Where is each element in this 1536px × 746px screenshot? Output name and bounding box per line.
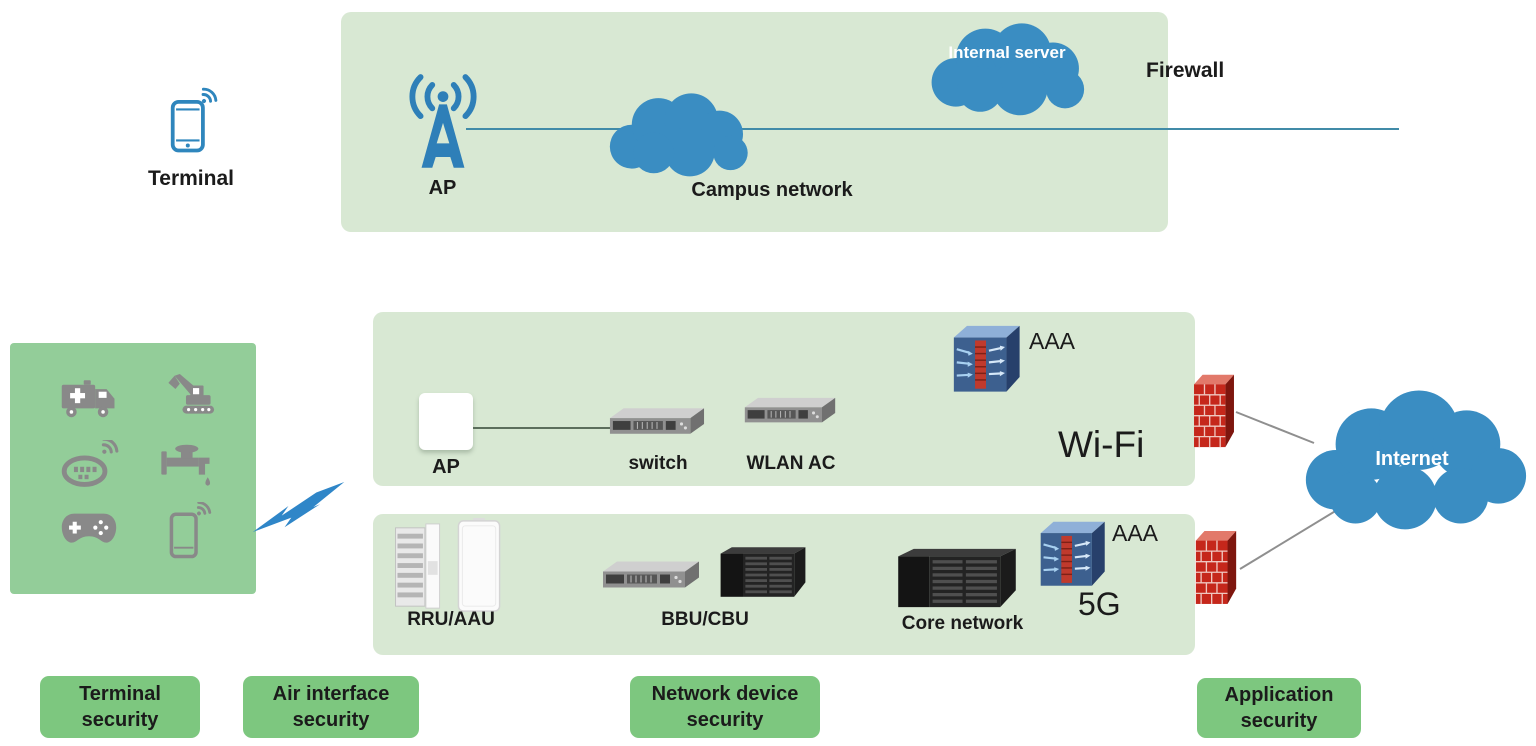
ap-switch-line (473, 427, 611, 429)
wifi-ap-label: AP (432, 456, 460, 478)
excavator-icon (164, 372, 222, 420)
rru-icon (393, 520, 447, 614)
internet-cloud-icon: Internet (1288, 382, 1536, 532)
bbu-icon (601, 559, 701, 594)
aaa-fiveg-icon (1035, 516, 1109, 590)
fiveg-tech-label: 5G (1078, 586, 1121, 622)
campus-cloud-icon (582, 84, 774, 178)
core-network-icon (896, 547, 1018, 609)
iot-devices-box (10, 343, 256, 594)
badge-application-security: Application security (1197, 678, 1361, 738)
iot-smartphone-icon (166, 502, 212, 560)
ap-top-label: AP (428, 177, 457, 199)
wifi-ap-device-icon (419, 393, 473, 450)
ambulance-icon (60, 374, 118, 420)
campus-network-label: Campus network (691, 179, 853, 201)
rru-aau-label: RRU/AAU (407, 609, 495, 630)
aaa-wifi-icon (948, 320, 1024, 396)
firewall-label: Firewall (1146, 59, 1225, 82)
wlan-ac-icon (742, 396, 838, 428)
cbu-icon (719, 539, 807, 605)
internet-label: Internet (1375, 448, 1449, 470)
aaa-fiveg-label: AAA (1112, 520, 1159, 546)
campus-backbone-line (466, 128, 1399, 130)
switch-icon (608, 406, 706, 440)
core-network-label: Core network (901, 613, 1024, 634)
wlan-ac-label: WLAN AC (746, 453, 836, 474)
badge-network-device-security: Network device security (630, 676, 820, 738)
terminal-phone-icon (166, 82, 218, 162)
firewall-wifi-icon (1190, 371, 1238, 449)
internal-server-cloud-icon: Internal server (897, 13, 1117, 117)
internal-server-label: Internal server (948, 43, 1066, 62)
smart-meter-icon (58, 440, 120, 490)
firewall-fiveg-icon (1192, 527, 1240, 606)
game-controller-icon (60, 508, 118, 550)
switch-label: switch (628, 453, 688, 474)
aaa-wifi-label: AAA (1029, 328, 1076, 354)
bbu-cbu-label: BBU/CBU (661, 609, 749, 630)
terminal-label: Terminal (148, 167, 234, 190)
wifi-tech-label: Wi-Fi (1058, 424, 1145, 465)
radio-tower-icon (404, 70, 482, 170)
badge-terminal-security: Terminal security (40, 676, 200, 738)
badge-air-interface-security: Air interface security (243, 676, 419, 738)
aau-icon (455, 517, 505, 615)
water-valve-icon (156, 436, 222, 490)
lightning-bolt-icon (252, 481, 346, 533)
